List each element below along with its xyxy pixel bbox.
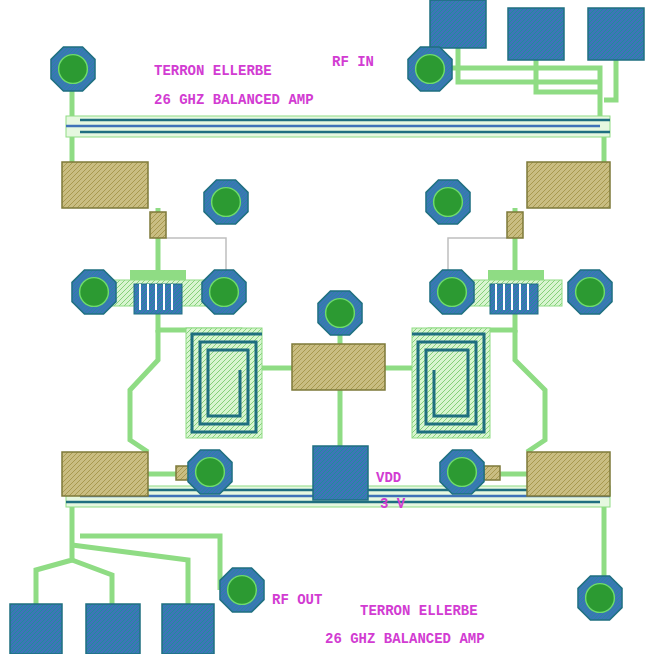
round-pad: [204, 180, 248, 224]
trace: [70, 135, 75, 162]
capacitor: [62, 452, 148, 496]
author-label: TERRON ELLERBE: [154, 63, 272, 79]
round-pad: [430, 270, 474, 314]
capacitor: [507, 212, 523, 238]
capacitor: [527, 162, 610, 208]
transistor: [466, 270, 562, 314]
round-pad: [318, 291, 362, 335]
square-pad: [10, 604, 62, 654]
square-pad: [162, 604, 214, 654]
title-label: 26 GHZ BALANCED AMP: [154, 92, 314, 108]
trace: [385, 366, 412, 371]
author-label: TERRON ELLERBE: [360, 603, 478, 619]
trace: [80, 536, 220, 590]
trace: [262, 366, 292, 371]
trace: [338, 390, 343, 446]
round-pad: [202, 270, 246, 314]
trace: [72, 545, 188, 604]
round-pad: [568, 270, 612, 314]
supply-value: 3 V: [380, 496, 405, 512]
trace: [36, 496, 72, 604]
trace: [72, 560, 112, 604]
round-pad: [188, 450, 232, 494]
trace: [602, 135, 607, 162]
capacitor: [484, 466, 500, 480]
bias-line: [166, 238, 226, 270]
square-pad: [588, 8, 644, 60]
round-pad: [220, 568, 264, 612]
round-pad: [440, 450, 484, 494]
trace: [604, 60, 616, 100]
trace: [130, 330, 158, 452]
bias-line-group: [166, 238, 507, 270]
round-pad: [426, 180, 470, 224]
trace: [70, 90, 75, 118]
round-pad: [578, 576, 622, 620]
title-label: 26 GHZ BALANCED AMP: [325, 631, 485, 647]
square-pad: [430, 0, 486, 48]
capacitor: [150, 212, 166, 238]
capacitor: [292, 344, 385, 390]
trace-group: [36, 40, 616, 604]
trace: [148, 472, 176, 477]
bias-line: [448, 238, 507, 270]
trace: [500, 472, 527, 477]
coupler-top: [66, 116, 610, 137]
trace: [602, 505, 607, 576]
spiral-inductor: [186, 328, 262, 438]
round-pad: [72, 270, 116, 314]
capacitor: [527, 452, 610, 496]
square-pad-group: [10, 0, 644, 654]
round-pad-group: [51, 47, 622, 620]
square-pad: [508, 8, 564, 60]
trace: [338, 335, 343, 344]
transistor: [112, 270, 208, 314]
spiral-inductor: [412, 328, 490, 438]
trace: [515, 330, 545, 452]
port-label: RF IN: [332, 54, 374, 70]
round-pad: [408, 47, 452, 91]
square-pad: [86, 604, 140, 654]
port-label: RF OUT: [272, 592, 322, 608]
round-pad: [51, 47, 95, 91]
supply-label: VDD: [376, 470, 401, 486]
square-pad: [313, 446, 368, 500]
trace: [536, 60, 600, 92]
capacitor: [62, 162, 148, 208]
